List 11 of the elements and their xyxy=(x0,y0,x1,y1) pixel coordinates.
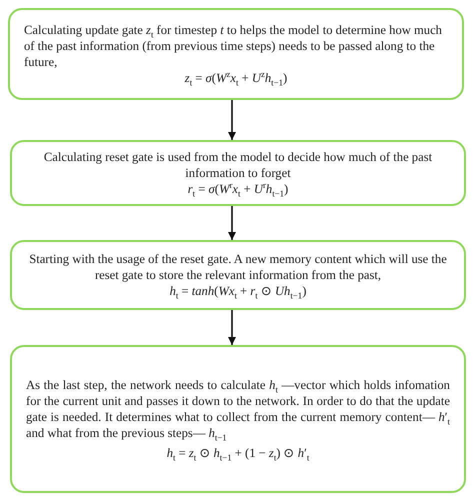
formula: z$_{t}$ = σ(W$^{z}$x$_{t}$ + U$^{z}$h$_{t−1}$) xyxy=(184,70,288,86)
arrow xyxy=(228,310,236,345)
process-box xyxy=(10,345,466,493)
formula: r$_{t}$ = σ(W$^{r}$x$_{t}$ + U$^{r}$h$_{t−1}$) xyxy=(186,180,288,198)
process-box xyxy=(10,240,466,310)
process-box xyxy=(10,140,466,206)
arrow xyxy=(228,100,236,140)
formula: h$_{t}$ = tanh(Wx$_{t}$ + r$_{t}$ ⊙ Uh$_{t−1}$) xyxy=(168,282,308,300)
arrow xyxy=(228,206,236,240)
formula: h$_{t}$ = z$_{t}$ ⊙ h$_{t−1}$ + (1 − z$_{t}$) ⊙ h′$_{t}$ xyxy=(166,444,310,462)
process-box xyxy=(8,8,464,100)
